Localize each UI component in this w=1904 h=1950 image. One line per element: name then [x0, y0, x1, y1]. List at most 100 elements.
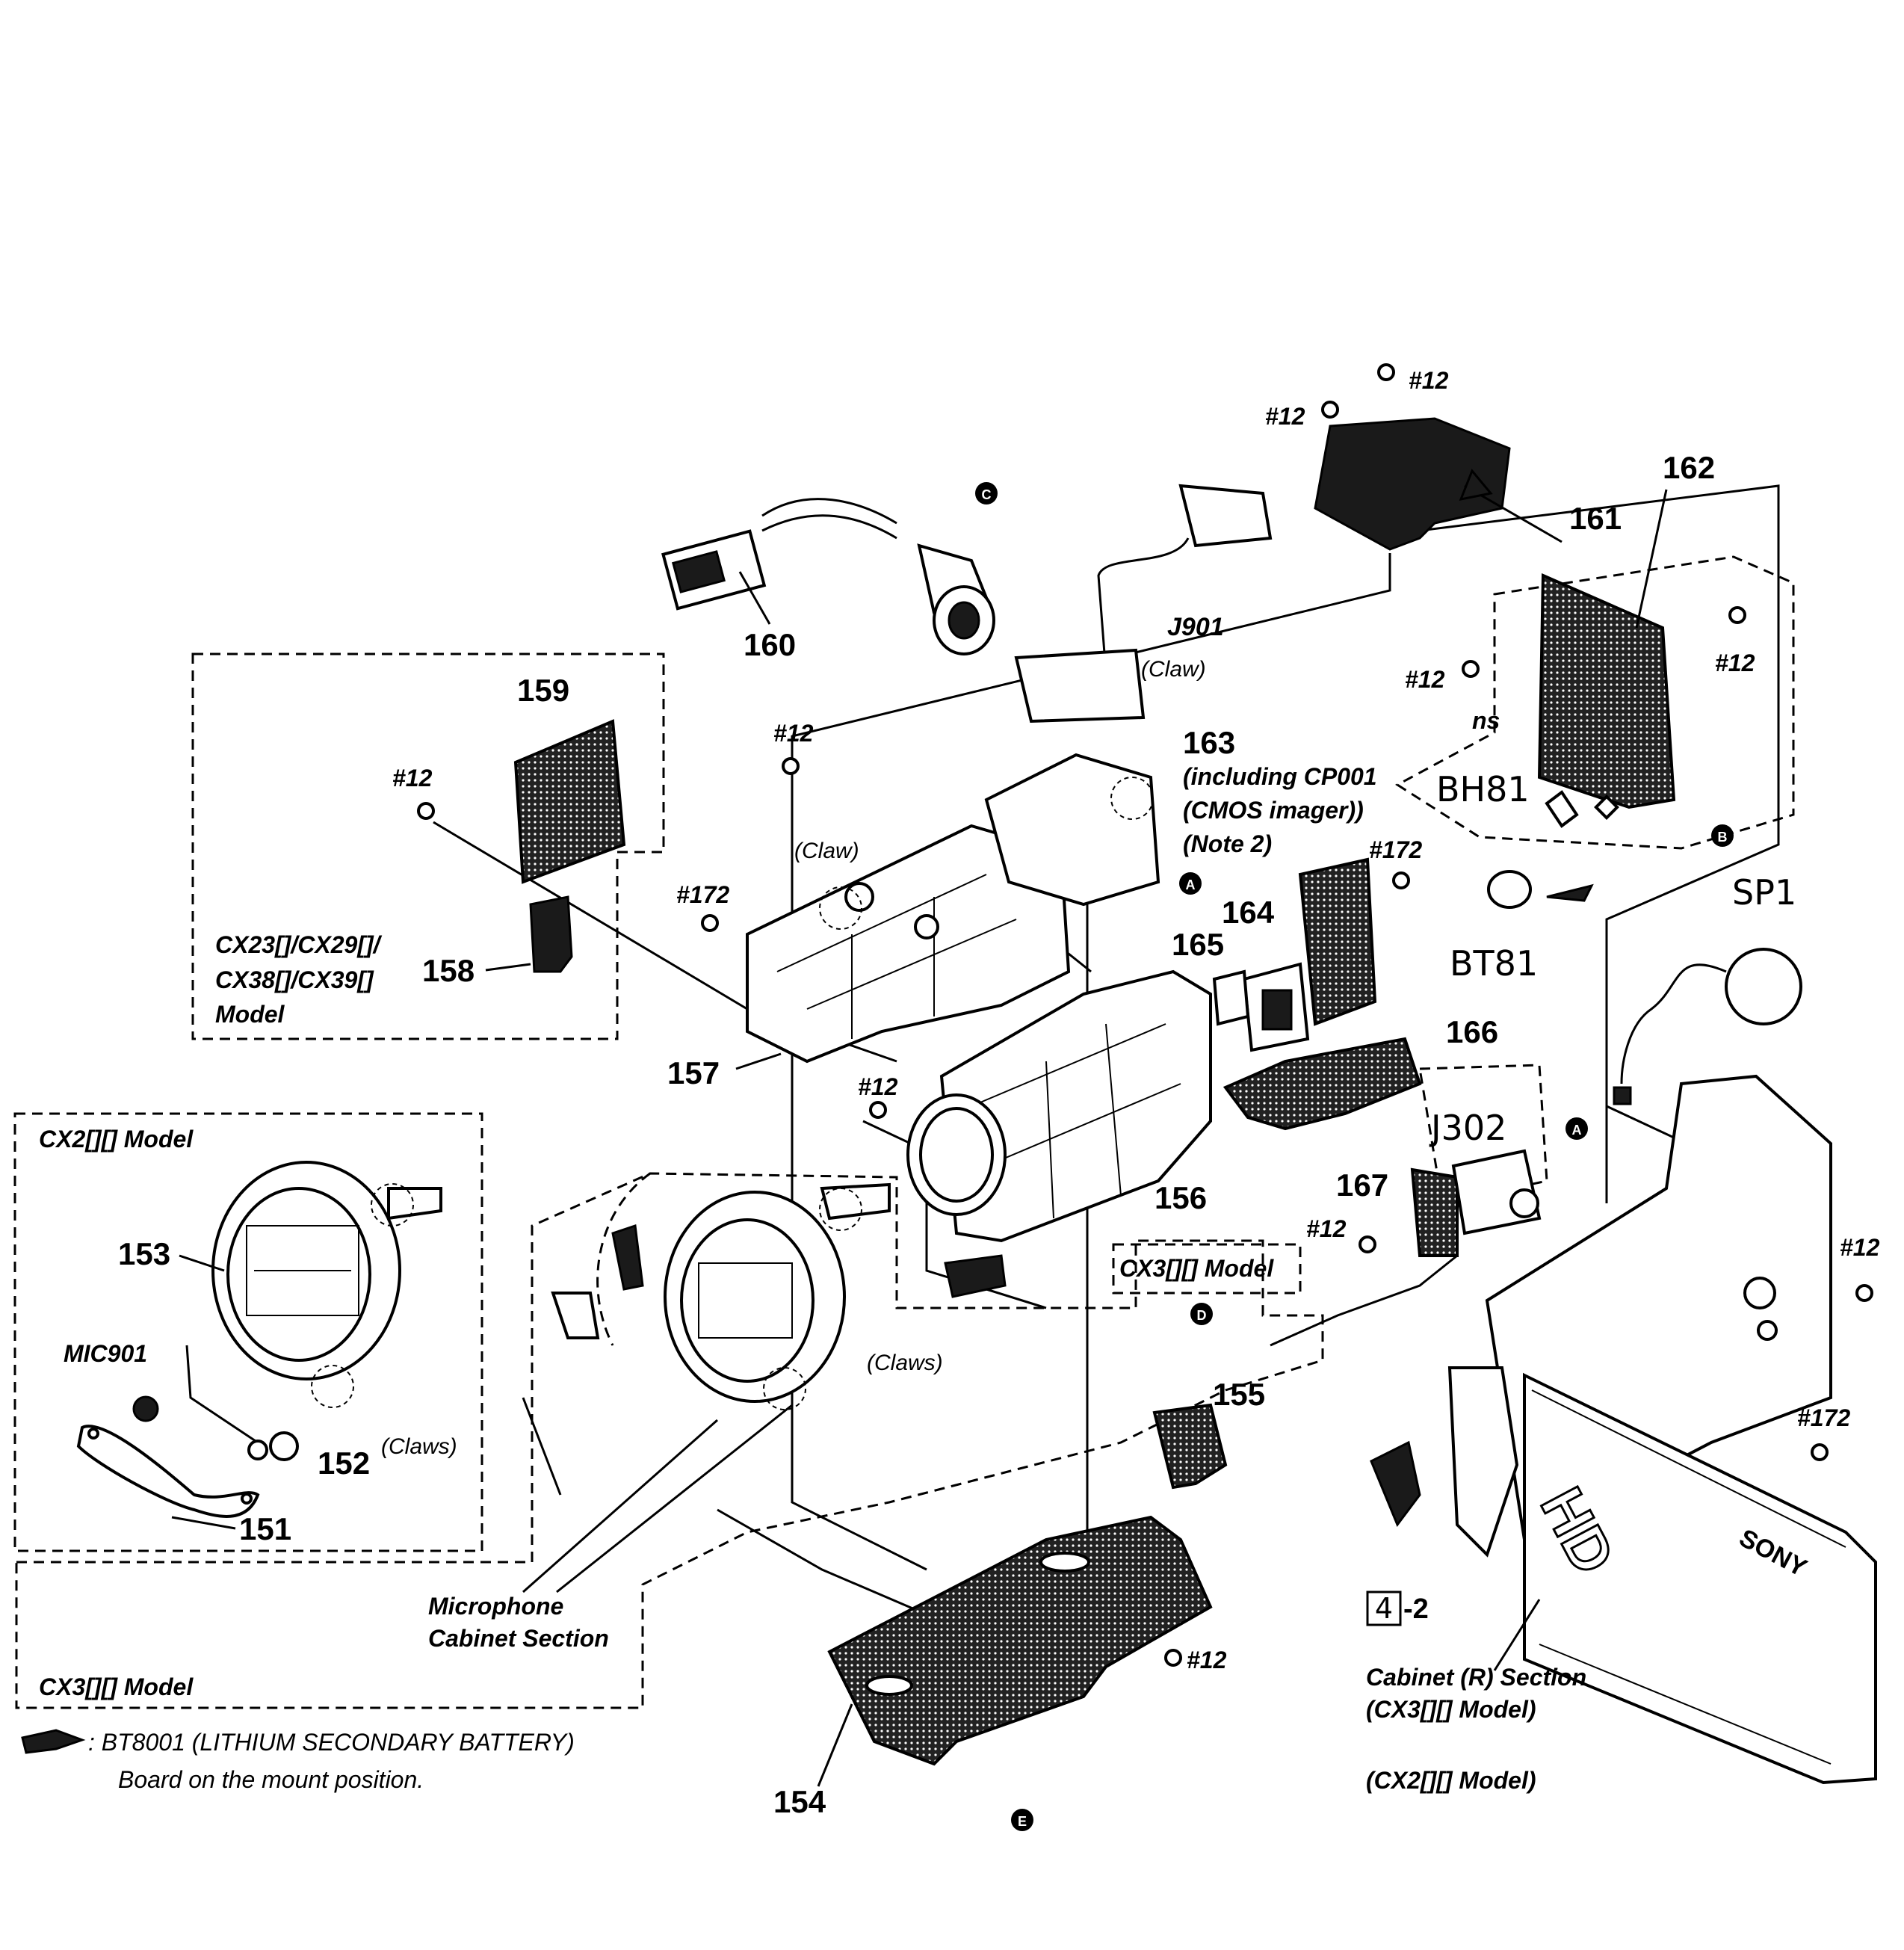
marker-label: C: [982, 487, 992, 502]
mic901-assembly: [76, 1345, 299, 1518]
model-boxes: [13, 555, 1795, 1709]
mic-housing-cx3: [551, 1182, 891, 1403]
battery-bt81: [1487, 870, 1594, 909]
part-label-160: 160: [744, 627, 796, 662]
model-label-model: Model: [215, 1001, 285, 1028]
claws-label: (Claws): [381, 1434, 457, 1459]
screw-label-12: #12: [858, 1073, 898, 1100]
part-label-152: 152: [318, 1445, 370, 1481]
ref-sp1: SP1: [1732, 872, 1796, 913]
marker-a-2: A: [1565, 1117, 1588, 1140]
cabinet-r-label-1: Cabinet (R) Section: [1366, 1664, 1586, 1691]
screw-label-12: #12: [773, 720, 814, 747]
legend-line-2: Board on the mount position.: [118, 1766, 424, 1793]
screw-icon: [701, 914, 719, 932]
screw-label-12: #12: [1840, 1234, 1880, 1261]
screw-label-12: #12: [1265, 403, 1305, 430]
main-board-154: [827, 1515, 1213, 1766]
screw-icon: [869, 1101, 887, 1119]
screw-label-172: #172: [1369, 836, 1422, 863]
screw-label-12: #12: [392, 765, 433, 792]
screw-label-12: #12: [1405, 666, 1445, 693]
part-label-156: 156: [1155, 1180, 1207, 1215]
j302-jack: [1451, 1149, 1542, 1235]
bracket-158: [529, 895, 573, 973]
switch-161: [1314, 417, 1563, 551]
screw-label-172: #172: [676, 881, 729, 908]
ref-box: [1366, 1590, 1402, 1626]
part-labels: 151 152 153 154 155 156 157 158 159 160 …: [118, 450, 1715, 1819]
marker-d: D: [1190, 1303, 1213, 1325]
ref-box-suffix: -2: [1403, 1593, 1429, 1625]
mic-cabinet-label-1: Microphone: [428, 1593, 563, 1620]
cx23-model-box: [191, 652, 665, 1040]
ref-j302: J302: [1429, 1108, 1506, 1148]
part-label-163: 163: [1183, 725, 1235, 760]
flex-155: [944, 1254, 1228, 1490]
gasket-164: [1242, 962, 1310, 1052]
cx2-model-box: [13, 1112, 483, 1552]
shield-159: [513, 719, 626, 884]
claw-label: (Claw): [1141, 657, 1206, 682]
screw-icon: [1728, 606, 1746, 624]
cx3-lower-box: [15, 1172, 1324, 1709]
marker-b: B: [1711, 824, 1734, 847]
part-label-151: 151: [239, 1511, 291, 1546]
part-label-158: 158: [422, 953, 475, 988]
screw-label-12: #12: [1187, 1647, 1227, 1673]
reference-labels: J901 J302 BH81 BT81 SP1 MIC901 ns: [64, 613, 1796, 1367]
j302-box: [1418, 1064, 1548, 1205]
marker-label: A: [1186, 877, 1196, 892]
section-labels: Microphone Cabinet Section Cabinet (R) S…: [428, 1404, 1586, 1794]
marker-label: B: [1718, 830, 1728, 845]
ref-mic901: MIC901: [64, 1340, 147, 1367]
screw-icon: [1811, 1443, 1829, 1461]
mic-housing-153: [211, 1161, 442, 1380]
part-label-157: 157: [667, 1055, 720, 1090]
speaker-sp1: [1613, 948, 1802, 1105]
screw-icon: [782, 757, 800, 775]
screw-label-12: #12: [1306, 1215, 1347, 1242]
model-label-cx2: CX2[][] Model: [39, 1126, 194, 1153]
marker-c: C: [975, 482, 998, 505]
screw-label-12: #12: [1409, 367, 1449, 394]
screw-icon: [1377, 363, 1395, 381]
screw-icon: [1392, 871, 1410, 889]
part-163-note-cmos: (CMOS imager)): [1183, 797, 1364, 824]
screws: [417, 363, 1873, 1667]
screw-icon: [1462, 660, 1480, 678]
mic-cabinet-outline: [596, 1172, 651, 1346]
screw-icon: [1321, 401, 1339, 419]
screw-icon: [1855, 1284, 1873, 1302]
lens-block-156: [906, 969, 1212, 1243]
part-label-159: 159: [517, 673, 569, 708]
bh81-box: [1395, 555, 1795, 850]
marker-a-1: A: [1179, 872, 1202, 895]
ref-ns: ns: [1472, 707, 1500, 734]
part-label-167: 167: [1336, 1167, 1388, 1203]
part-label-162: 162: [1663, 450, 1715, 485]
part-label-153: 153: [118, 1236, 170, 1271]
ref-bh81: BH81: [1436, 769, 1530, 809]
cabinet-r-label-3: (CX2[][] Model): [1366, 1767, 1536, 1794]
claw-label: (Claw): [794, 839, 859, 863]
cabinet-r-section: [1370, 1074, 1877, 1785]
cx3-model-box: [1112, 1243, 1302, 1295]
marker-label: D: [1197, 1308, 1207, 1323]
flex-166: [1223, 1037, 1422, 1131]
legend: : BT8001 (LITHIUM SECONDARY BATTERY) Boa…: [21, 1729, 575, 1793]
part-label-155: 155: [1213, 1377, 1265, 1412]
shield-162: [1537, 573, 1676, 809]
model-label-cx38: CX38[]/CX39[]: [215, 966, 374, 993]
screw-label-172: #172: [1797, 1404, 1850, 1431]
part-label-166: 166: [1446, 1014, 1498, 1049]
model-label-cx3-lower: CX3[][] Model: [39, 1673, 194, 1700]
screw-icon: [1359, 1235, 1376, 1253]
battery-holder-bh81: [1545, 790, 1619, 828]
part-label-164: 164: [1222, 895, 1275, 930]
ref-j901: J901: [1167, 613, 1224, 641]
board-167: [1270, 1167, 1459, 1347]
screw-icon: [417, 802, 435, 820]
legend-line-1: : BT8001 (LITHIUM SECONDARY BATTERY): [88, 1729, 575, 1756]
arrow-icon: [21, 1729, 86, 1754]
